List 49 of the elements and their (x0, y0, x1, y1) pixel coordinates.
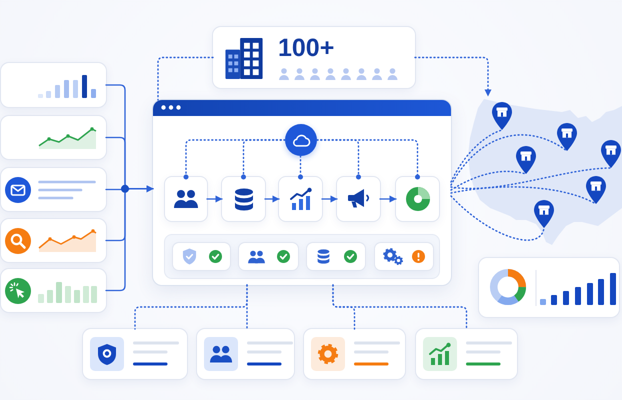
dotted-connector (316, 139, 420, 180)
dotted-line (332, 284, 468, 330)
arrow (321, 196, 338, 202)
status-panel (165, 235, 439, 278)
feature-card (197, 329, 294, 379)
step-card (396, 177, 439, 221)
stat-value: 100+ (278, 36, 336, 60)
arrow (105, 185, 154, 292)
source-card (1, 269, 106, 312)
source-card (1, 168, 106, 211)
stat-card (213, 27, 415, 88)
dotted-connector (298, 155, 303, 180)
map-pin-icon (492, 102, 512, 130)
dotted-line (450, 129, 503, 183)
feature-card (416, 329, 517, 379)
status-card (173, 243, 230, 270)
source-card (1, 219, 106, 262)
step-card (279, 177, 322, 221)
dotted-line (450, 167, 612, 190)
dotted-line (157, 56, 214, 101)
feature-card (304, 329, 405, 379)
status-card (239, 243, 298, 270)
dotted-connector (241, 139, 286, 180)
step-card (222, 177, 265, 221)
source-card (1, 116, 106, 159)
status-card (307, 243, 365, 270)
cloud-icon (285, 124, 317, 156)
map-pin-icon (534, 200, 554, 228)
step-card (337, 177, 380, 221)
dotted-line (246, 284, 248, 330)
dotted-arrow (414, 56, 492, 97)
dotted-line (450, 134, 568, 186)
map-pin-icon (557, 123, 577, 151)
dotted-line (450, 170, 527, 191)
arrow (206, 196, 223, 202)
dotted-line (450, 186, 597, 205)
dotted-line (450, 195, 545, 241)
arrow (264, 196, 280, 202)
map-pin-icon (516, 146, 536, 174)
source-card (1, 63, 106, 107)
dashboard-card (479, 258, 619, 317)
status-card (375, 243, 433, 270)
map-pin-icon (586, 176, 606, 204)
map-pin-icon (601, 140, 621, 168)
feature-card (83, 329, 187, 379)
step-card (165, 177, 207, 221)
app-window (153, 100, 451, 285)
arrow (379, 196, 397, 202)
us-map (466, 96, 622, 246)
